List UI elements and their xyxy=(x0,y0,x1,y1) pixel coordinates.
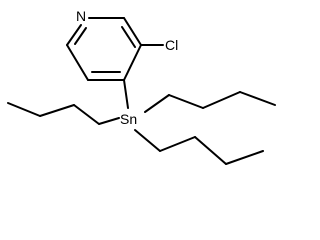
bond-right-3 xyxy=(202,91,241,109)
chlorine-atom-label: Cl xyxy=(165,37,178,53)
bond-down-2 xyxy=(159,136,196,152)
bond-left-4 xyxy=(7,102,41,117)
bond-down-3 xyxy=(194,136,227,165)
nitrogen-atom-label: N xyxy=(76,8,86,24)
bond-c6-n xyxy=(66,24,82,46)
bond-right-2 xyxy=(168,94,204,109)
chemical-structure-figure: N Cl Sn xyxy=(7,8,276,165)
bond-c2-c3 xyxy=(123,17,142,46)
molecule-diagram: N Cl Sn xyxy=(7,8,276,165)
bond-sn-left-1 xyxy=(98,117,120,125)
bond-c2-c3-inner xyxy=(121,26,136,48)
bond-sn-down-1 xyxy=(134,129,161,152)
bond-left-2 xyxy=(73,104,100,125)
bond-c5-c6 xyxy=(66,44,89,81)
tin-atom-label: Sn xyxy=(120,111,137,127)
bond-c4-sn xyxy=(123,79,129,109)
bond-left-3 xyxy=(39,104,75,117)
bond-down-4 xyxy=(225,150,264,165)
bond-right-4 xyxy=(239,91,276,106)
bond-c3-c4 xyxy=(123,44,142,81)
bond-c6-n-inner xyxy=(74,27,87,45)
bond-sn-right-1 xyxy=(144,94,170,113)
